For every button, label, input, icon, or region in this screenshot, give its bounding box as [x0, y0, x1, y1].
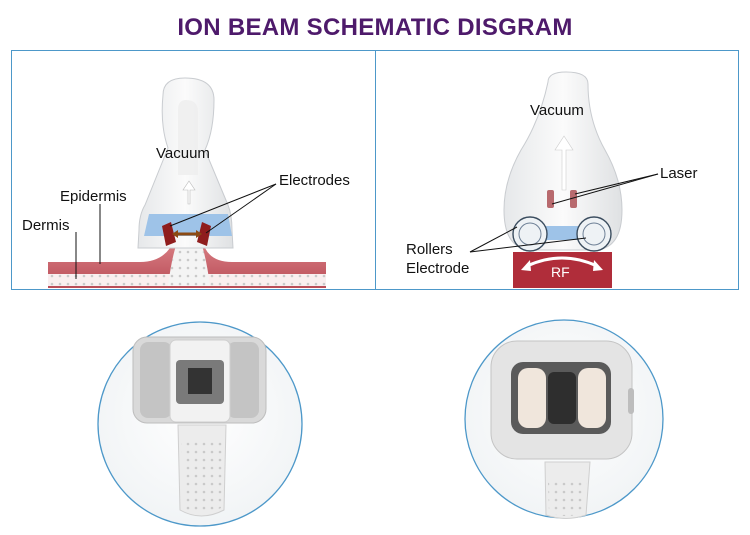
left-vacuum-label: Vacuum [156, 145, 210, 162]
aperture-inner [188, 368, 212, 394]
left-handpiece [48, 77, 326, 288]
photo-roller-right [578, 368, 606, 428]
diagram-title: ION BEAM SCHEMATIC DISGRAM [177, 14, 573, 41]
left-roller [512, 216, 548, 252]
rf-arrow-heads [172, 230, 202, 238]
left-photo [97, 321, 303, 527]
electrodes-label: Electrodes [279, 172, 350, 189]
rf-label: RF [551, 264, 570, 280]
photo-center [548, 372, 576, 424]
laser-bar-left [547, 190, 554, 208]
right-photo [464, 319, 664, 519]
right-grip-texture [548, 480, 587, 516]
side-button [628, 388, 634, 414]
lifted-cells [168, 240, 210, 286]
electrodes-leader-2 [205, 183, 277, 234]
right-roller [576, 216, 612, 252]
left-wing [140, 342, 172, 418]
rf-curve-heads [521, 260, 603, 271]
roller-vacuum-arrow [554, 135, 574, 191]
panel-divider [375, 50, 376, 290]
epidermis-label: Epidermis [60, 188, 127, 205]
electrode-leader [469, 237, 587, 253]
vacuum-arrow [182, 180, 196, 205]
left-grip-texture [181, 440, 223, 513]
left-electrode [162, 222, 176, 246]
laser-bar-right [570, 190, 577, 208]
electrode-label: Electrode [406, 260, 470, 277]
laser-label: Laser [660, 165, 698, 182]
rollers-leader [469, 226, 518, 253]
laser-leader-1 [574, 173, 659, 195]
right-electrode [197, 222, 211, 246]
right-roller-inner [582, 222, 606, 246]
rollers-label: Rollers [406, 241, 453, 258]
dermis-label: Dermis [22, 217, 70, 234]
right-handpiece [469, 71, 659, 288]
rf-curve-arrow [526, 256, 598, 268]
right-wing [227, 342, 259, 418]
laser-leader-2 [551, 173, 659, 205]
photo-roller-left [518, 368, 546, 428]
vacuum-channel [178, 100, 198, 175]
right-vacuum-label: Vacuum [530, 102, 584, 119]
electrodes-leader-1 [169, 183, 277, 227]
